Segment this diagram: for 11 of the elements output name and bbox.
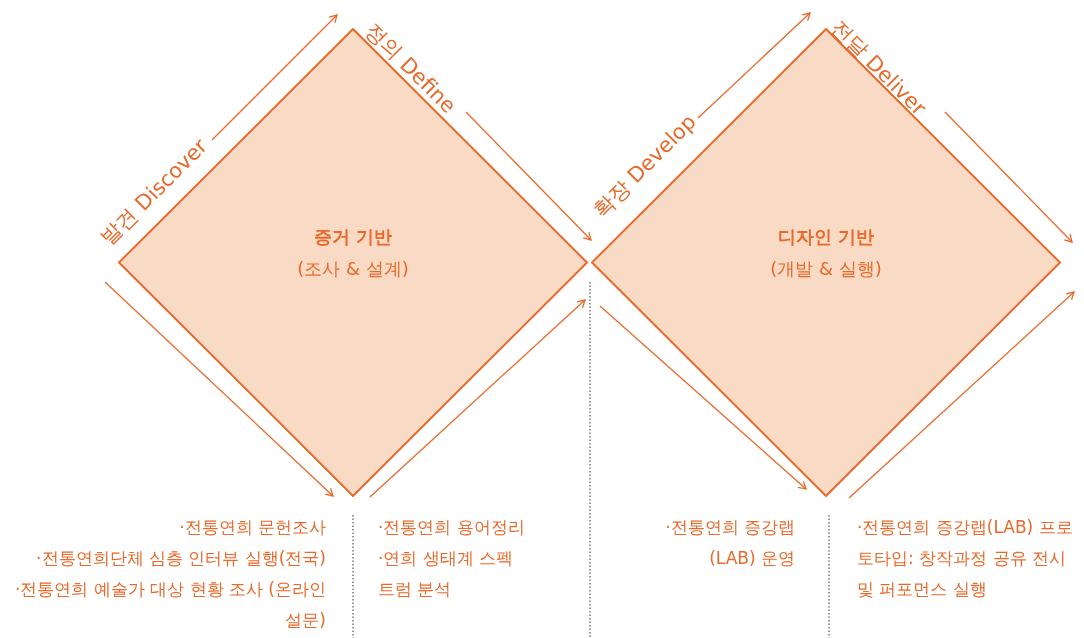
bullet-item: ·전통연희 용어정리 [378, 516, 526, 539]
bullet-item: ·전통연희 증강랩(LAB) 프로토타입: 창작과정 공유 전시 및 퍼포먼스 실행 [857, 516, 1074, 601]
bullet-item: ·전통연희 예술가 대상 현황 조사 (온라인 설문) [13, 578, 326, 632]
bullet-item: ·전통연희단체 심층 인터뷰 실행(전국) [35, 547, 326, 570]
bullet-item: ·전통연희 문헌조사 [178, 516, 326, 539]
bullet-item: ·전통연희 증강랩(LAB) 운영 [664, 516, 795, 570]
bullet-item: ·연희 생태계 스펙트럼 분석 [378, 547, 515, 601]
diamond-heading: 디자인 기반 [776, 225, 876, 249]
diamond-subheading: (개발 & 실행) [769, 257, 883, 281]
diamond-subheading: (조사 & 설계) [296, 257, 410, 281]
diamond-heading: 증거 기반 [312, 225, 394, 249]
